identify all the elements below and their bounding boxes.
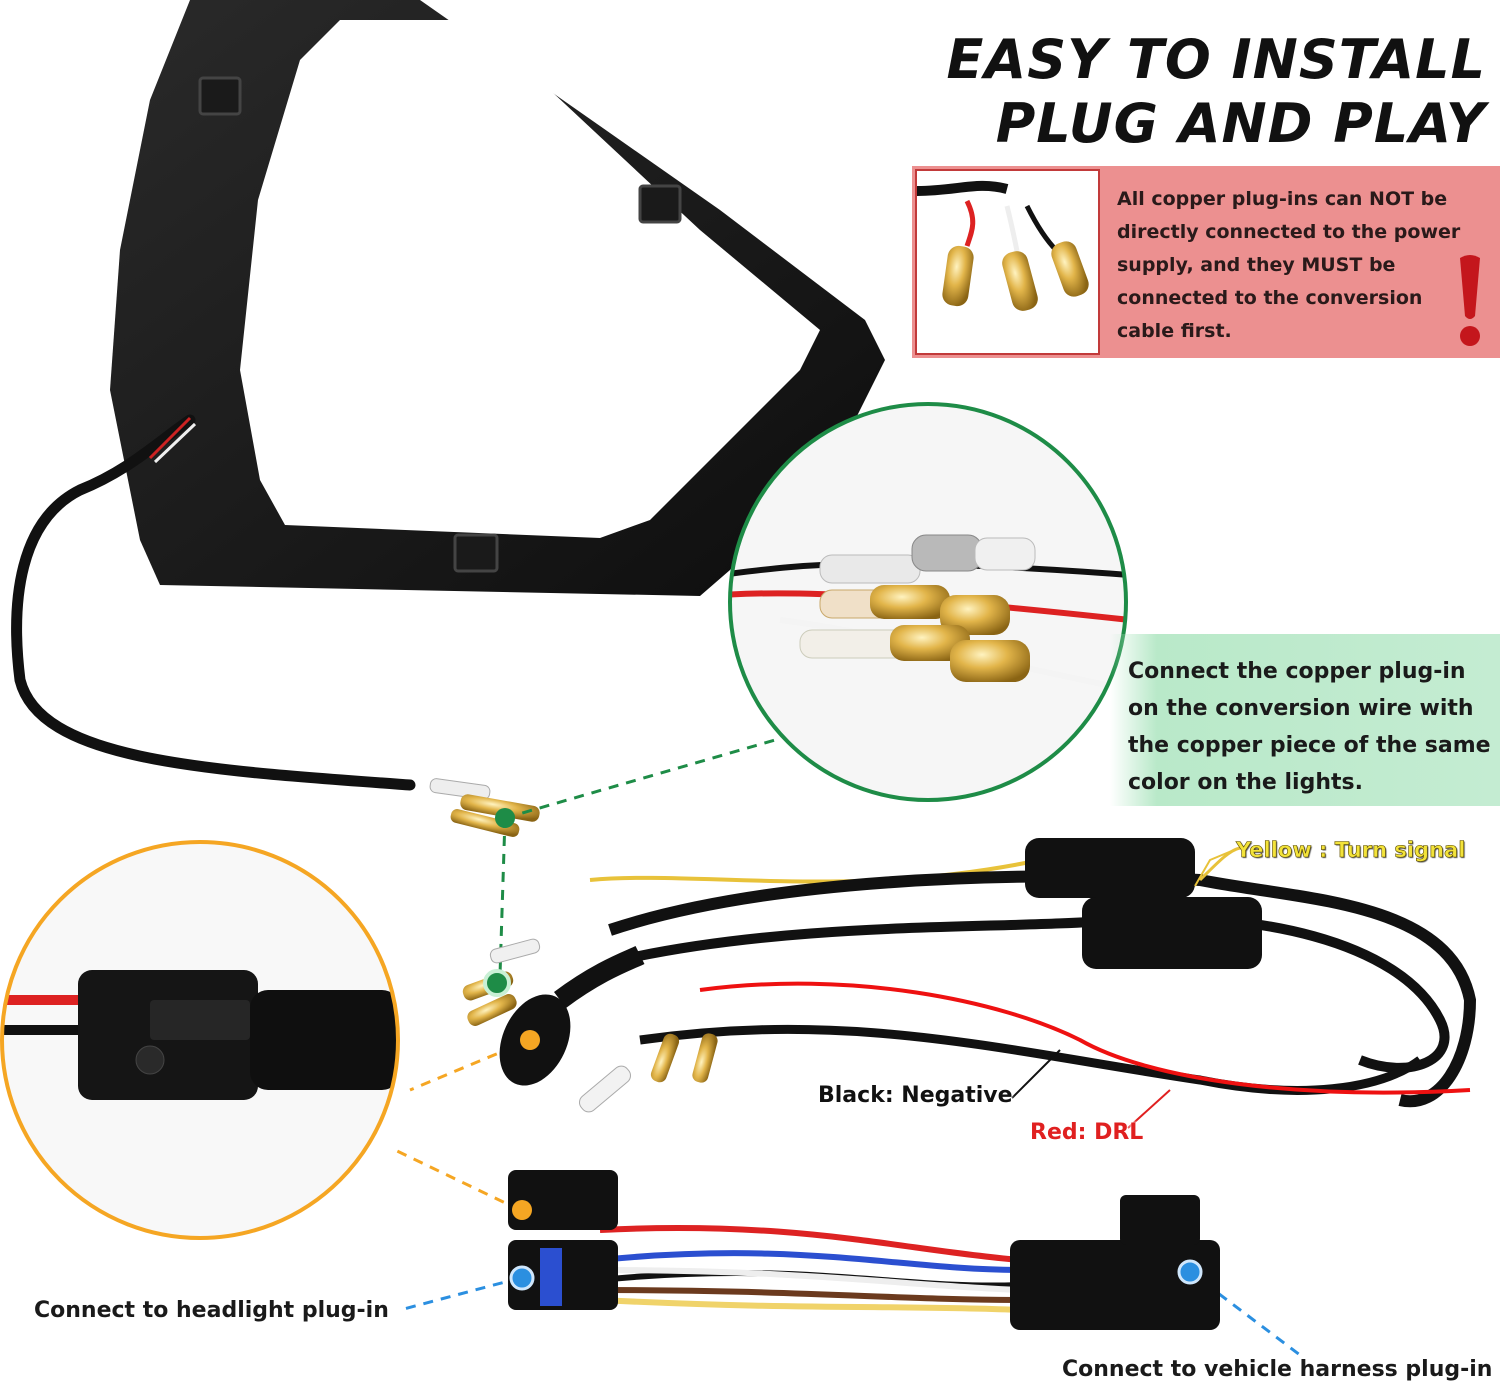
connect-note-line-3: the copper piece of the same	[1128, 733, 1491, 758]
exclamation-icon	[1460, 255, 1480, 346]
orange-marker-harness	[520, 1030, 540, 1050]
warning-text: All copper plug-ins can NOT be directly …	[1117, 183, 1462, 348]
green-marker-bottom	[483, 969, 511, 997]
drl-frame	[110, 0, 885, 596]
headlight-callout: Connect to headlight plug-in	[34, 1298, 389, 1323]
vehicle-harness-callout: Connect to vehicle harness plug-in	[1062, 1357, 1493, 1382]
title-line-2: PLUG AND PLAY	[995, 92, 1486, 155]
warning-line-2: directly connected to the power	[1117, 221, 1461, 243]
title-line-1: EASY TO INSTALL	[946, 28, 1486, 91]
blue-marker-right	[1177, 1259, 1203, 1285]
headlight-harness	[508, 1170, 1220, 1330]
green-leader-line	[504, 738, 776, 820]
black-label-leader	[1011, 1049, 1061, 1099]
warning-line-4: connected to the conversion	[1117, 287, 1423, 309]
red-wire-label: Red: DRL	[1030, 1120, 1144, 1145]
warning-line-5: cable first.	[1117, 320, 1232, 342]
copper-plugs-thumbnail	[917, 180, 1089, 311]
blue-leader-line-left	[399, 1276, 521, 1312]
yellow-wire-label: Yellow : Turn signal	[1236, 838, 1466, 863]
connect-note-line-2: on the conversion wire with	[1128, 696, 1474, 721]
warning-line-3: supply, and they MUST be	[1117, 254, 1396, 276]
warning-line-1: All copper plug-ins can NOT be	[1117, 188, 1448, 210]
yellow-label-leader	[1194, 849, 1235, 887]
connect-note-text: Connect the copper plug-in on the conver…	[1128, 653, 1496, 801]
black-wire-label: Black: Negative	[818, 1083, 1013, 1108]
red-label-leader	[1127, 1089, 1171, 1129]
warning-thumbnail	[915, 169, 1100, 355]
orange-marker-connector	[512, 1200, 532, 1220]
green-detail-circle	[728, 402, 1128, 802]
page-title: EASY TO INSTALL PLUG AND PLAY	[947, 28, 1486, 156]
frame-wire	[11, 414, 416, 791]
frame-copper-plugs	[429, 778, 540, 837]
blue-marker-left	[509, 1265, 535, 1291]
connect-note-panel	[1110, 634, 1500, 806]
connect-note-line-4: color on the lights.	[1128, 770, 1363, 795]
connect-note-line-1: Connect the copper plug-in	[1128, 659, 1466, 684]
green-marker-top	[495, 808, 515, 828]
orange-detail-circle	[0, 840, 400, 1240]
conversion-harness	[589, 838, 1477, 1108]
